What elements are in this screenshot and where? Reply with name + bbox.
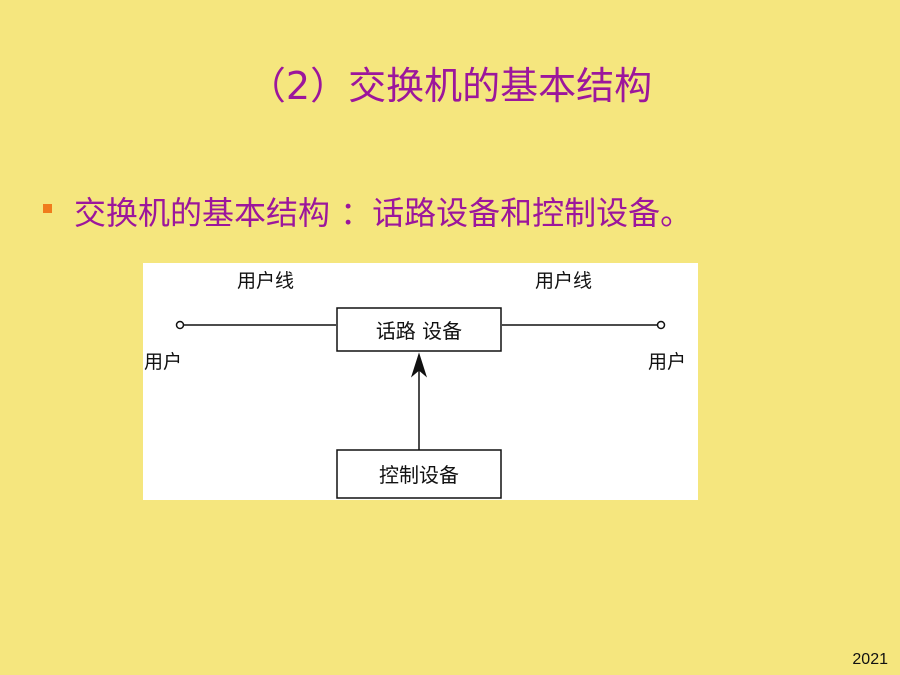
page-number: 2021	[852, 651, 888, 668]
arrow-up-icon	[410, 352, 428, 378]
left-user-label: 用户	[144, 351, 183, 373]
switch-structure-diagram: 用户线 用户线 用户 用户 话路 设备 控制设备	[143, 263, 698, 500]
slide-title: （2）交换机的基本结构	[247, 64, 653, 108]
control-equipment-label: 控制设备	[379, 463, 459, 487]
square-bullet-icon	[43, 204, 52, 213]
right-line-label: 用户线	[535, 270, 593, 292]
diagram-lines	[175, 307, 666, 499]
left-line-label: 用户线	[237, 270, 295, 292]
switching-equipment-box	[336, 307, 502, 352]
right-user-terminal-icon	[656, 320, 666, 330]
left-user-terminal-icon	[175, 320, 185, 330]
bullet-text: 交换机的基本结构 ：话路设备和控制设备。	[74, 194, 693, 232]
bullet-item: 交换机的基本结构 ：话路设备和控制设备。	[40, 188, 880, 236]
control-equipment-box	[336, 449, 502, 499]
switching-equipment-label: 话路 设备	[375, 319, 463, 343]
right-user-label: 用户	[648, 351, 687, 373]
